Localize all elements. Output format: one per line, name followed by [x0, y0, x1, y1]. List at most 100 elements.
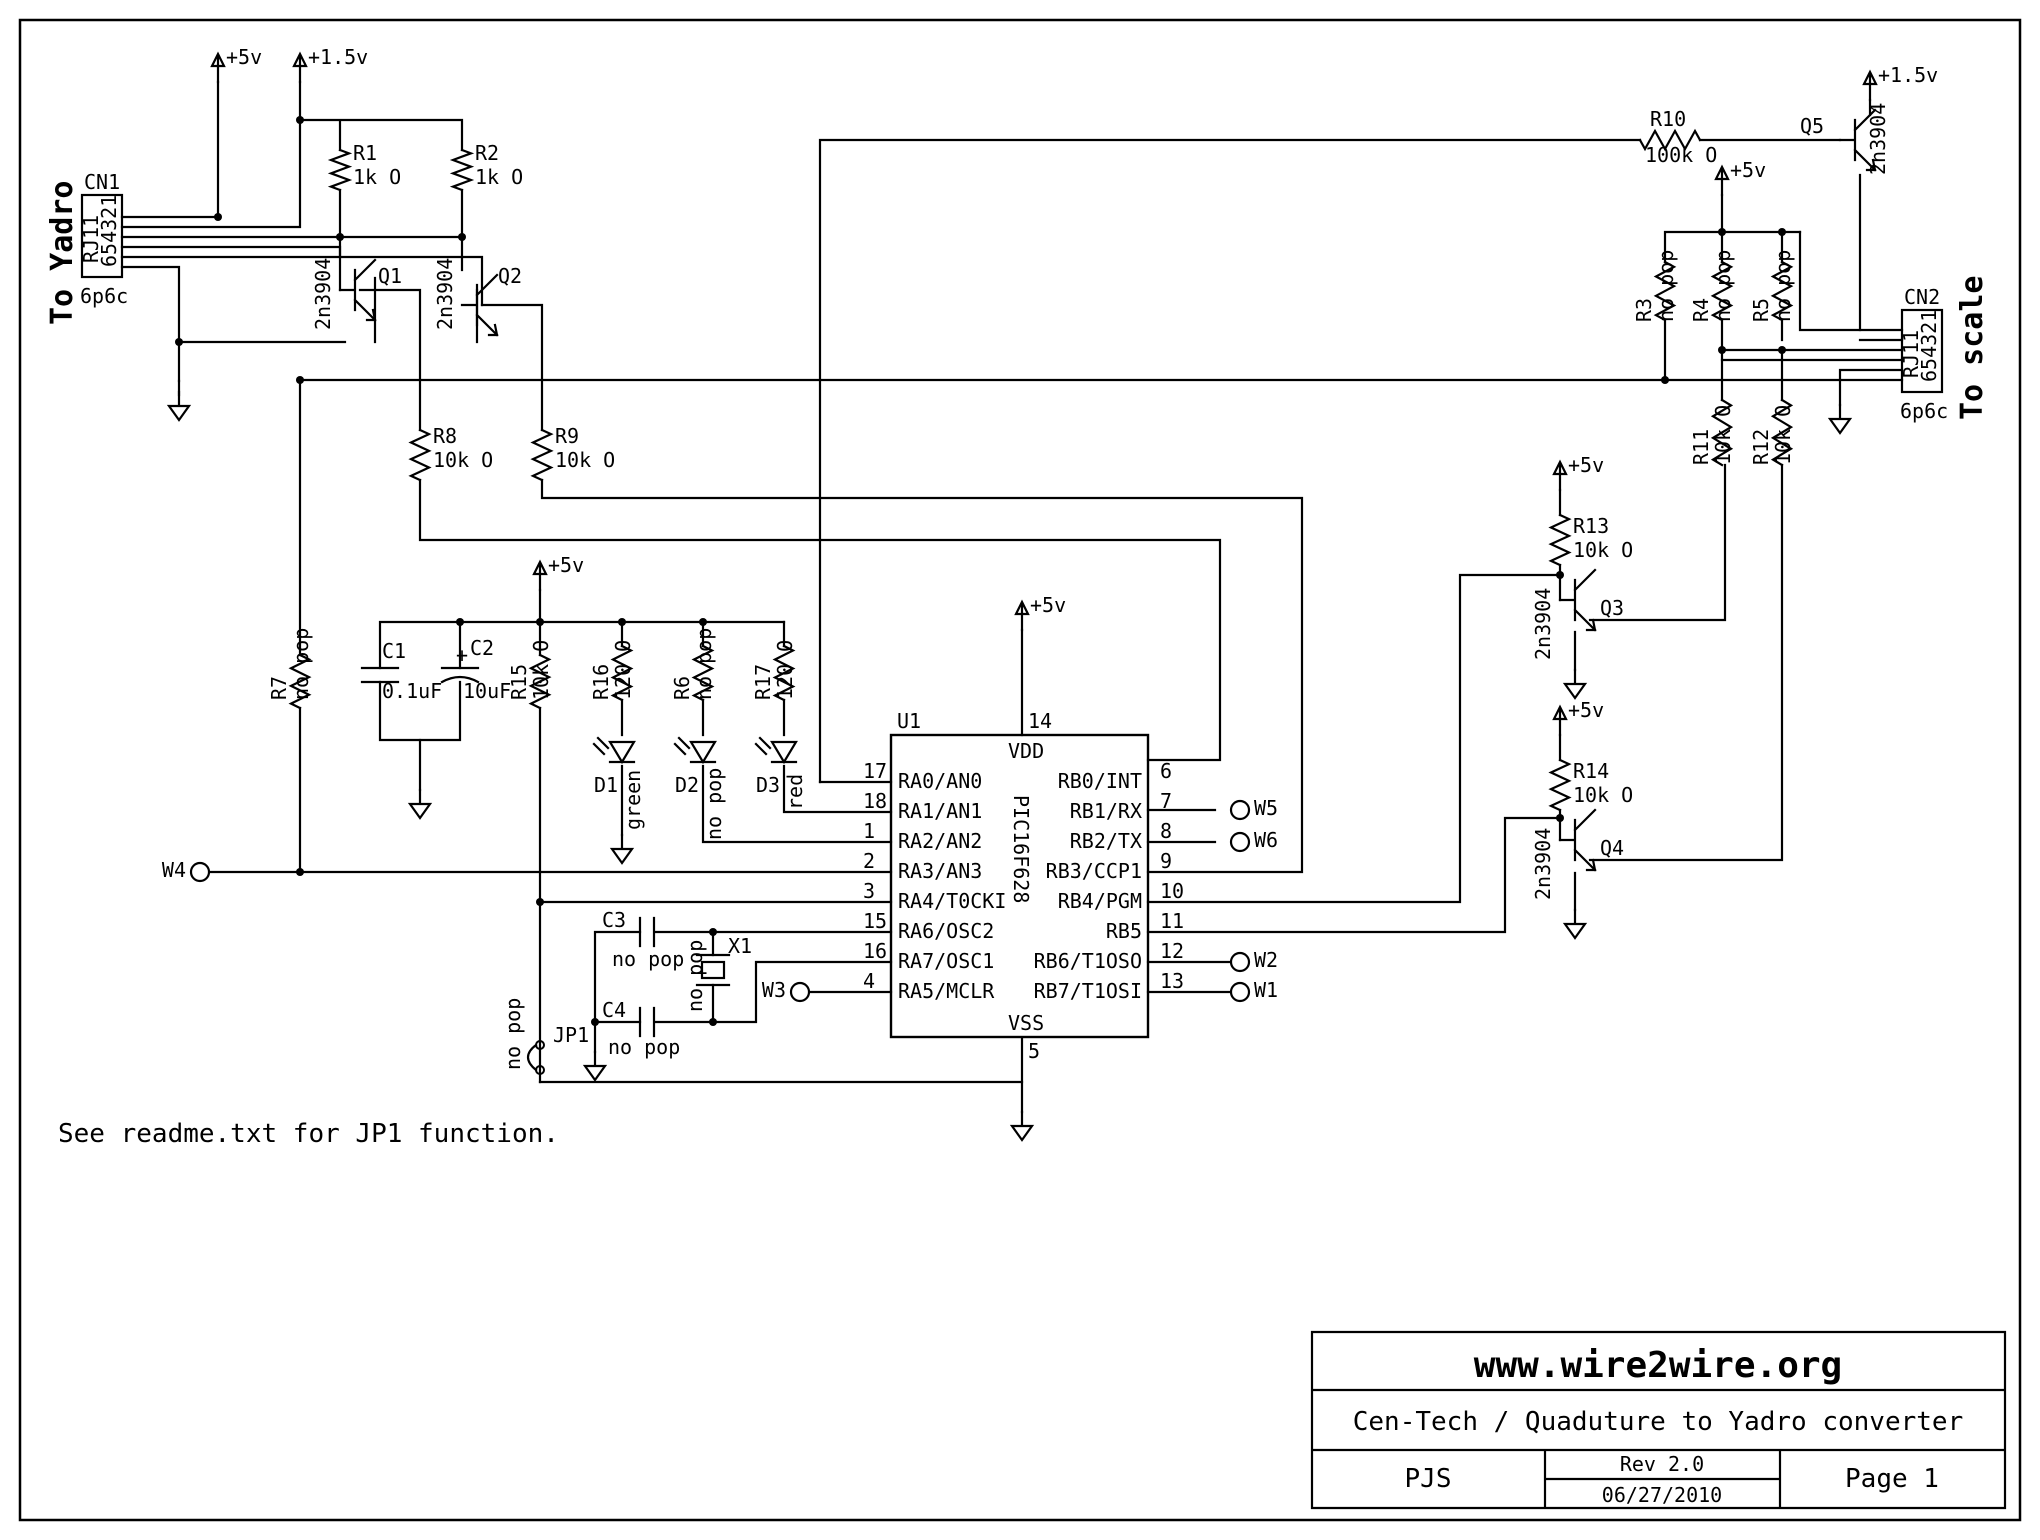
junction-dot: [458, 233, 466, 241]
led-ref: D1: [594, 773, 618, 797]
resistor-value: 10k O: [1573, 783, 1633, 807]
junction-dot: [699, 618, 707, 626]
test-point-W6: W6: [1229, 828, 1278, 853]
resistor-ref: R1: [353, 141, 377, 165]
resistor-value: 100k O: [1645, 143, 1717, 167]
connector-ref: CN1: [84, 170, 120, 194]
resistor-R14-body: [1548, 758, 1572, 812]
pin-number: 13: [1160, 969, 1184, 993]
resistor-R5-body: [1770, 260, 1794, 322]
connector-label: To Yadro: [45, 181, 80, 326]
junction-dot: [1718, 228, 1726, 236]
resistor-R7-body: [288, 653, 312, 710]
pin-number: 8: [1160, 819, 1172, 843]
junction-dot: [618, 618, 626, 626]
ground-d1: [609, 833, 635, 865]
resistor-R3-body: [1653, 260, 1677, 322]
resistor-R6-body: [691, 644, 715, 702]
resistor-value: 10k O: [555, 448, 615, 472]
capacitor-plates: [638, 1006, 656, 1038]
resistor-R1-body: [327, 148, 353, 192]
rail-5v-caps-arrow: [532, 559, 548, 592]
resistor-ref: R4: [1689, 298, 1713, 322]
capacitor-value: no pop: [612, 947, 684, 971]
transistor-value: 2n3904: [1531, 828, 1555, 900]
test-point-W3: W3: [762, 978, 811, 1003]
rail-5v-q3-arrow: [1552, 459, 1568, 492]
rail-5v-mcu-label: +5v: [1030, 593, 1066, 617]
transistor-value: 2n3904: [1531, 588, 1555, 660]
resistor-value: no pop: [692, 628, 716, 700]
pin-name: RA5/MCLR: [898, 979, 995, 1003]
sheet-border: [18, 18, 2022, 1522]
test-point-W5: W5: [1229, 796, 1278, 821]
ground-icon: [1562, 668, 1588, 700]
resistor-R10-body: [1638, 128, 1702, 152]
resistor-value: 120 O: [773, 640, 797, 700]
resistor-value: no pop: [1771, 250, 1795, 322]
ground-cn1: [166, 390, 192, 422]
pin-number: 6: [1160, 759, 1172, 783]
resistor-R15-body: [528, 653, 552, 710]
title-text: Cen-Tech / Quaduture to Yadro converter: [1353, 1407, 1963, 1437]
junction-dot: [1661, 376, 1669, 384]
pin-number: 15: [863, 909, 887, 933]
connector-type: RJ11: [1899, 330, 1923, 378]
pin-name: RA3/AN3: [898, 859, 982, 883]
connector-desc: 6p6c: [80, 284, 128, 308]
rail-1v5-q5-arrow: [1862, 69, 1878, 102]
rail-5v-q3: +5v: [1552, 453, 1604, 492]
resistor-R13-body: [1548, 513, 1572, 567]
pin-name: RB7/T1OSI: [1034, 979, 1142, 1003]
pin-name: RB6/T1OSO: [1034, 949, 1142, 973]
transistor-ref: Q4: [1600, 836, 1624, 860]
rail-5v-q3-label: +5v: [1568, 453, 1604, 477]
junction-dot: [1778, 228, 1786, 236]
led-ref: D3: [756, 773, 780, 797]
test-point-icon: [189, 861, 211, 883]
note-text: See readme.txt for JP1 function.: [58, 1119, 559, 1149]
pin-number: 12: [1160, 939, 1184, 963]
connector-pins: 654321: [1917, 310, 1941, 382]
pin-number: 17: [863, 759, 887, 783]
rail-5v-q4: +5v: [1552, 698, 1604, 737]
crystal-value: no pop: [683, 940, 707, 1012]
ground-icon: [609, 833, 635, 865]
mcu-vdd-pin: 14: [1028, 709, 1052, 733]
test-point-W3-label: W3: [762, 978, 786, 1002]
led-light-icon: [592, 736, 610, 756]
rail-1v5-q5: +1.5v: [1862, 63, 1938, 102]
resistor-value: 10k O: [433, 448, 493, 472]
rail-5v-cn2-arrow: [1714, 164, 1730, 197]
test-point-W6-label: W6: [1254, 828, 1278, 852]
rail-1v5-top: +1.5v: [292, 45, 368, 84]
pin-number: 11: [1160, 909, 1184, 933]
junction-dot: [296, 116, 304, 124]
test-point-W1: W1: [1229, 978, 1278, 1003]
resistor-R11-body: [1710, 398, 1734, 467]
rail-5v-top-arrow: [210, 51, 226, 84]
resistor-ref: R7: [267, 676, 291, 700]
junction-dot: [536, 618, 544, 626]
transistor-Q3-body: [1558, 568, 1597, 632]
transistor-value: 2n3904: [433, 258, 457, 330]
rail-5v-cn2: +5v: [1714, 158, 1766, 197]
resistor-value: 10k O: [1711, 405, 1735, 465]
led-ref: D2: [675, 773, 699, 797]
mcu-vss-label: VSS: [1008, 1011, 1044, 1035]
crystal-ref: X1: [728, 934, 752, 958]
capacitor-C1: C10.1uF: [360, 639, 442, 703]
pin-number: 16: [863, 939, 887, 963]
rail-1v5-top-label: +1.5v: [308, 45, 368, 69]
capacitor-value: no pop: [608, 1035, 680, 1059]
